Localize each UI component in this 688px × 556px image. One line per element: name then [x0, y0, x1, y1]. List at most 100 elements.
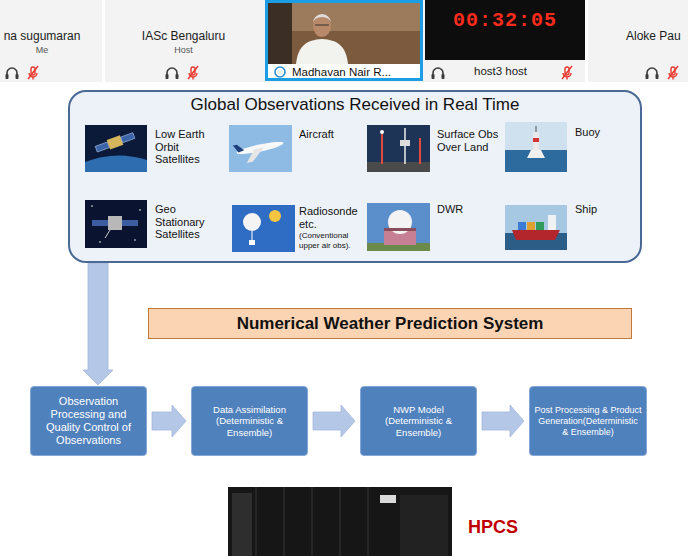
clock-tile: 00:32:05 host3 host [425, 0, 585, 82]
surface-station-photo [381, 132, 383, 164]
ship-photo [518, 222, 526, 230]
video-call-strip [188, 66, 198, 80]
buoy-photo [527, 150, 545, 158]
video-call-strip [102, 0, 105, 82]
panel-heading: Global Observations Received in Real Tim… [70, 95, 640, 115]
item-label: Low Earth Orbit Satellites [155, 128, 221, 166]
video-call-strip [28, 66, 38, 80]
item-label: DWR [437, 203, 501, 216]
geo-satellite-photo [134, 239, 136, 241]
radiosonde-photo [252, 231, 253, 240]
ship-photo [527, 222, 535, 230]
hpcs-server-photo [228, 487, 452, 556]
video-call-strip [585, 0, 588, 82]
buoy-photo [536, 126, 537, 132]
video-call-strip [166, 68, 179, 79]
process-box: Post Processing & Product Generation(Det… [529, 386, 647, 456]
video-feed [313, 15, 331, 37]
geo-satellite-photo [122, 220, 138, 226]
process-box: Data Assimilation (Deterministic & Ensem… [191, 386, 308, 456]
radiosonde-photo [249, 240, 255, 245]
ship-photo [548, 215, 556, 230]
video-feed [268, 3, 292, 64]
process-text: Data Assimilation (Deterministic & Ensem… [196, 404, 303, 439]
ship-photo [505, 205, 567, 250]
process-text: Observation Processing and Quality Contr… [35, 395, 142, 447]
process-text: NWP Model (Deterministic & Ensemble) [365, 404, 472, 439]
surface-station-photo [367, 125, 430, 172]
surface-station-photo [367, 125, 430, 172]
banner-text: Numerical Weather Prediction System [237, 314, 544, 334]
geo-satellite-photo [105, 230, 110, 238]
block-arrow [313, 405, 355, 437]
leo-satellite-photo [85, 125, 147, 172]
item-label: Radiosonde etc. [299, 205, 363, 230]
video-feed [268, 3, 420, 64]
item-label: Surface Obs Over Land [437, 128, 501, 153]
aircraft-photo [229, 125, 292, 172]
radar-photo [367, 203, 430, 251]
item-note: (Conventional upper air obs). [299, 231, 363, 250]
observation-item: Low Earth Orbit Satellites [155, 128, 221, 166]
ship-photo [536, 222, 544, 230]
radiosonde-photo [232, 205, 295, 252]
leo-satellite-photo [121, 133, 135, 143]
system-banner: Numerical Weather Prediction System [148, 308, 632, 339]
surface-station-photo [419, 138, 421, 164]
block-arrow [482, 405, 524, 437]
observations-panel: Global Observations Received in Real Tim… [68, 90, 642, 263]
aircraft-photo [233, 144, 244, 154]
video-feed [315, 25, 329, 26]
radiosonde-photo [269, 210, 281, 222]
buoy-photo [533, 132, 539, 150]
video-call-strip [6, 68, 19, 79]
hpcs-server-photo [228, 487, 452, 556]
geo-satellite-photo [91, 205, 93, 207]
video-call-strip [562, 66, 572, 80]
participant-tile: na sugumaranMe [2, 29, 82, 56]
leo-satellite-photo [85, 155, 147, 172]
buoy-photo [505, 122, 567, 172]
video-call-strip [0, 0, 688, 82]
participant-name: Madhavan Nair R... [292, 65, 420, 79]
participant-name: na sugumaran [2, 29, 82, 43]
video-call-strip [0, 0, 688, 82]
system-label: HPCS [468, 516, 518, 538]
participant-role: Me [2, 45, 82, 56]
surface-station-photo [400, 140, 410, 146]
ship-photo [512, 230, 560, 240]
aircraft-photo [244, 147, 266, 163]
video-call-strip [267, 2, 422, 80]
leo-satellite-photo [95, 142, 109, 152]
video-feed [313, 14, 331, 23]
buoy-photo [505, 122, 567, 172]
observation-item: Aircraft [299, 128, 361, 141]
participant-name: Aloke Pau [626, 29, 686, 43]
geo-satellite-photo [92, 220, 108, 226]
block-arrow [152, 405, 186, 437]
process-box: NWP Model (Deterministic & Ensemble) [360, 386, 477, 456]
radiosonde-photo [243, 213, 261, 231]
clock-time: 00:32:05 [425, 9, 585, 33]
geo-satellite-photo [99, 241, 101, 243]
leo-satellite-photo [85, 125, 147, 172]
buoy-photo [533, 138, 539, 142]
item-label: Buoy [575, 126, 633, 139]
process-box: Observation Processing and Quality Contr… [30, 386, 147, 456]
item-label: Aircraft [299, 128, 361, 141]
participant-tile: Aloke Pau [626, 29, 686, 43]
geo-satellite-photo [85, 200, 147, 248]
process-text: Post Processing & Product Generation(Det… [534, 405, 642, 438]
observation-item: DWR [437, 203, 501, 216]
participant-name: IASc Bengaluru [105, 29, 262, 43]
leo-satellite-photo [95, 131, 136, 154]
participant-name: host3 host [425, 64, 585, 78]
observation-item: Geo Stationary Satellites [155, 203, 221, 241]
video-call-strip [275, 67, 285, 77]
video-feed [296, 39, 348, 64]
radar-photo [384, 228, 416, 231]
video-feed [268, 3, 420, 64]
panel-ground [68, 90, 642, 263]
item-label: Geo Stationary Satellites [155, 203, 221, 241]
